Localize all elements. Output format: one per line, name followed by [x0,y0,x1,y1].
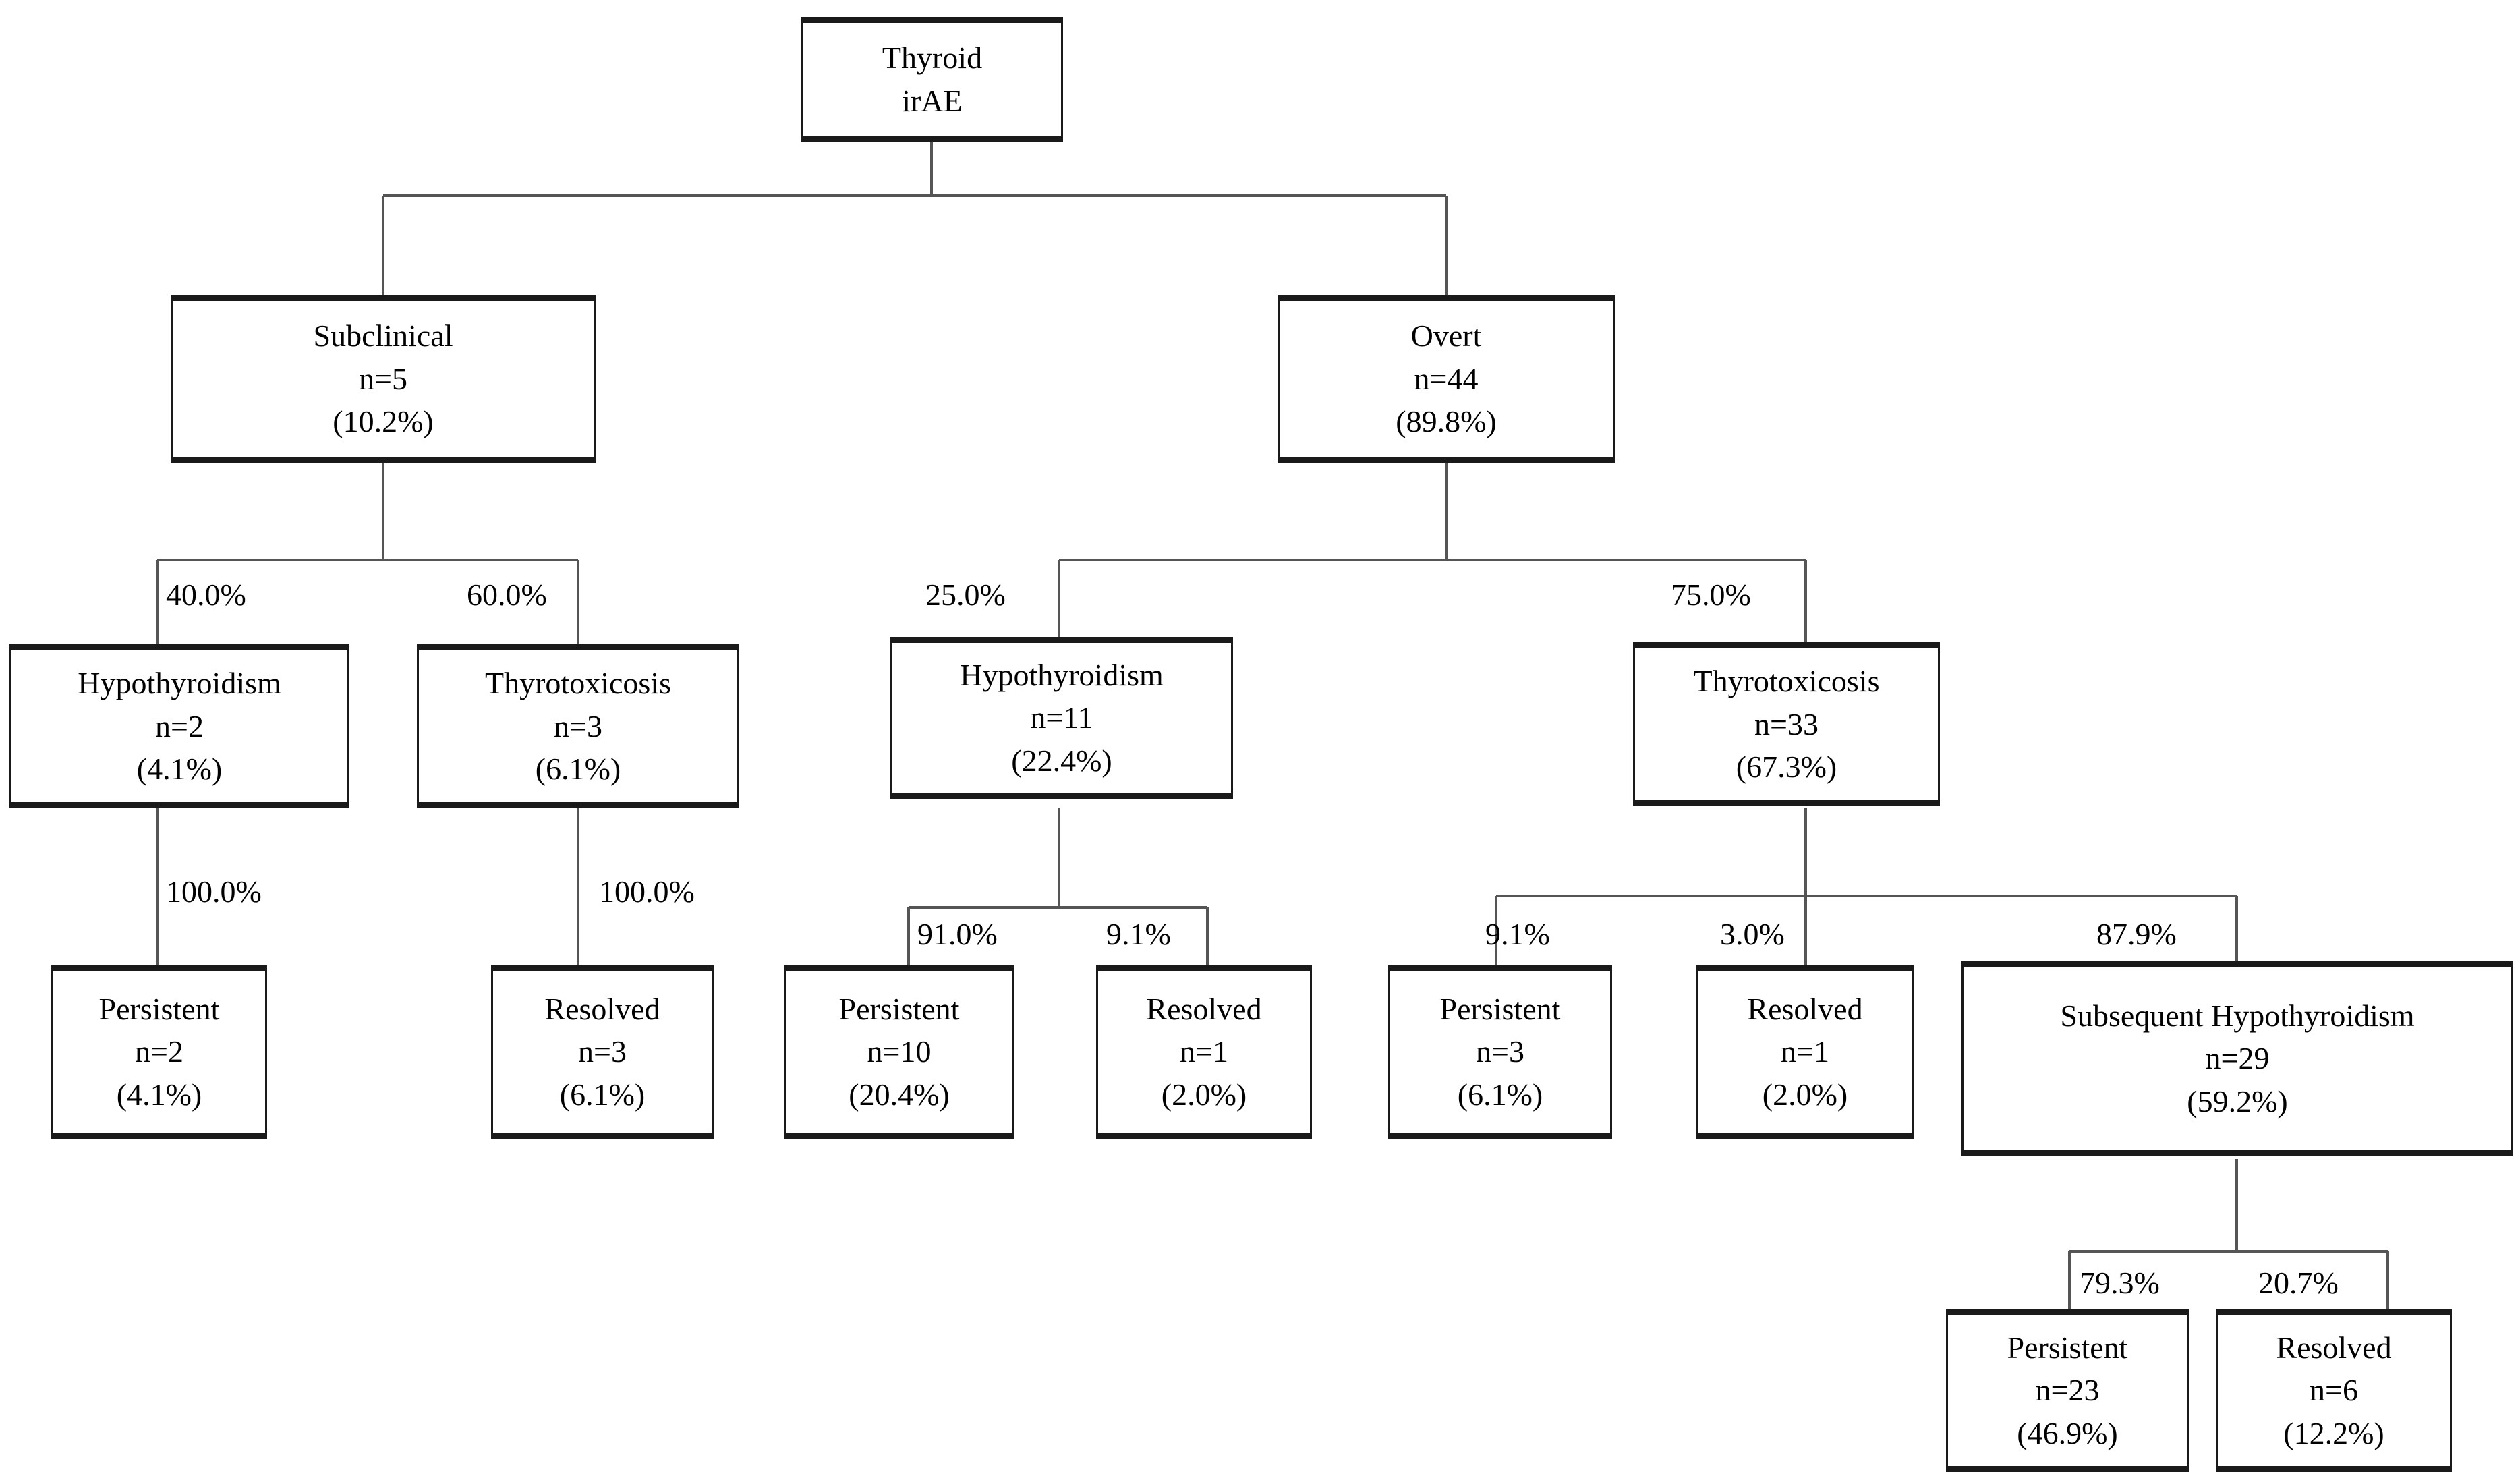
edge-label-overthypo-to-resolved: 9.1% [1106,917,1171,951]
node-thyroid-irae[interactable]: Thyroid irAE [801,17,1063,142]
node-line-3: (89.8%) [1396,404,1497,439]
node-line-2: n=29 [2205,1041,2270,1076]
node-line-2: n=3 [1476,1034,1524,1069]
node-line-3: (10.2%) [333,404,434,439]
node-line-2: n=1 [1781,1034,1829,1069]
node-line-1: Thyrotoxicosis [1693,664,1880,699]
edge-label-overt-to-thyrotoxicosis: 75.0% [1671,577,1751,612]
node-line-1: Subsequent Hypothyroidism [2060,998,2415,1033]
node-line-1: Overt [1410,318,1482,353]
node-overt-thyro-persistent[interactable]: Persistent n=3 (6.1%) [1388,965,1612,1139]
node-line-2: n=23 [2035,1373,2100,1408]
node-line-3: (6.1%) [559,1077,646,1112]
node-line-1: Hypothyroidism [78,666,281,701]
edge-label-subhypo-to-persistent: 100.0% [166,874,262,909]
node-line-1: Resolved [1146,991,1262,1026]
edge-label-overt-to-hypothyroidism: 25.0% [925,577,1006,612]
edge-label-overtthyro-to-subsequent: 87.9% [2096,917,2177,951]
edge-label-subsequent-to-resolved: 20.7% [2258,1266,2339,1300]
node-line-2: irAE [902,83,963,118]
node-subclinical-thyro-resolved[interactable]: Resolved n=3 (6.1%) [491,965,714,1139]
node-line-1: Persistent [838,991,960,1026]
node-overt-thyro-resolved[interactable]: Resolved n=1 (2.0%) [1696,965,1914,1139]
node-line-2: n=2 [155,708,204,743]
node-line-3: (12.2%) [2283,1415,2384,1450]
node-line-3: (6.1%) [535,752,621,787]
node-subclinical-thyrotoxicosis[interactable]: Thyrotoxicosis n=3 (6.1%) [417,644,739,808]
node-subclinical-hypo-persistent[interactable]: Persistent n=2 (4.1%) [51,965,267,1139]
node-line-3: (59.2%) [2187,1083,2288,1119]
node-overt-hypo-resolved[interactable]: Resolved n=1 (2.0%) [1096,965,1312,1139]
node-line-3: (2.0%) [1762,1077,1848,1112]
edge-label-overthypo-to-persistent: 91.0% [917,917,998,951]
node-line-1: Persistent [1439,991,1561,1026]
node-line-1: Resolved [2276,1330,2392,1365]
node-overt-hypo-persistent[interactable]: Persistent n=10 (20.4%) [784,965,1014,1139]
node-subclinical-hypothyroidism[interactable]: Hypothyroidism n=2 (4.1%) [9,644,349,808]
edge-label-subthyro-to-resolved: 100.0% [599,874,695,909]
node-line-1: Resolved [544,991,660,1026]
node-overt-thyrotoxicosis[interactable]: Thyrotoxicosis n=33 (67.3%) [1633,642,1940,806]
edge-label-subsequent-to-persistent: 79.3% [2080,1266,2160,1300]
node-overt-hypothyroidism[interactable]: Hypothyroidism n=11 (22.4%) [890,637,1233,799]
node-line-2: n=10 [867,1034,932,1069]
node-line-3: (6.1%) [1457,1077,1543,1112]
node-line-3: (46.9%) [2017,1415,2118,1450]
node-subclinical[interactable]: Subclinical n=5 (10.2%) [171,295,596,463]
node-line-2: n=11 [1030,700,1093,735]
node-line-2: n=44 [1414,361,1479,396]
node-line-2: n=2 [135,1034,183,1069]
node-line-3: (22.4%) [1011,743,1112,778]
node-line-1: Thyrotoxicosis [485,666,671,701]
edge-label-subclinical-to-hypothyroidism: 40.0% [166,577,246,612]
node-line-2: n=5 [359,361,407,396]
edge-label-subclinical-to-thyrotoxicosis: 60.0% [467,577,547,612]
node-line-3: (20.4%) [849,1077,950,1112]
node-line-3: (67.3%) [1736,749,1837,785]
node-line-1: Persistent [98,991,220,1026]
edge-label-overtthyro-to-resolved: 3.0% [1720,917,1785,951]
node-subsequent-persistent[interactable]: Persistent n=23 (46.9%) [1946,1309,2189,1472]
node-line-3: (4.1%) [136,752,223,787]
node-line-2: n=3 [554,708,602,743]
node-line-2: n=1 [1180,1034,1228,1069]
node-line-2: n=3 [578,1034,627,1069]
node-line-1: Resolved [1747,991,1863,1026]
node-line-2: n=33 [1754,706,1819,741]
node-line-1: Subclinical [313,318,453,353]
edge-label-overtthyro-to-persistent: 9.1% [1485,917,1550,951]
node-line-1: Persistent [2007,1330,2128,1365]
node-line-1: Hypothyroidism [960,657,1164,692]
node-line-1: Thyroid [882,40,983,76]
node-line-2: n=6 [2310,1373,2358,1408]
node-line-3: (4.1%) [116,1077,202,1112]
node-subsequent-hypothyroidism[interactable]: Subsequent Hypothyroidism n=29 (59.2%) [1961,961,2513,1156]
node-overt[interactable]: Overt n=44 (89.8%) [1278,295,1615,463]
node-subsequent-resolved[interactable]: Resolved n=6 (12.2%) [2216,1309,2452,1472]
node-line-3: (2.0%) [1161,1077,1247,1112]
